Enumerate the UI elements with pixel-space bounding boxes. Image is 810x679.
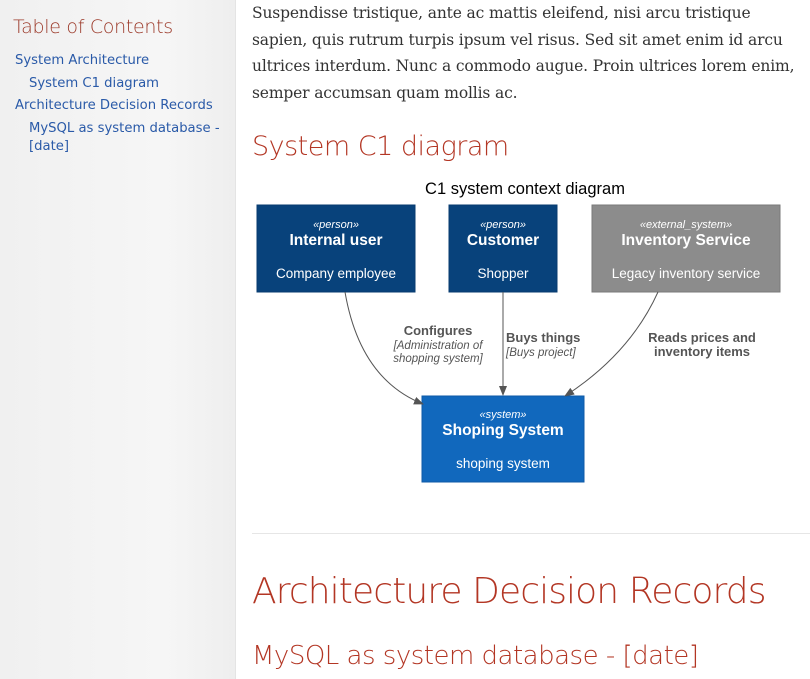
- relation-label: Reads prices and: [648, 330, 756, 345]
- arrow-reads-prices: [564, 291, 659, 397]
- box-description: Legacy inventory service: [612, 266, 761, 281]
- box-inventory-service: «external_system» Inventory Service Lega…: [591, 204, 781, 293]
- intro-paragraph: Suspendisse tristique, ante ac mattis el…: [252, 0, 810, 106]
- box-name: Shoping System: [442, 422, 563, 439]
- box-description: Company employee: [276, 266, 396, 281]
- toc-item-mysql-as-system-database[interactable]: MySQL as system database -: [29, 121, 220, 136]
- relation-label: Buys things: [506, 330, 580, 345]
- paragraph-line: Suspendisse tristique, ante ac mattis el…: [252, 4, 751, 22]
- toc-item-system-c1-diagram[interactable]: System C1 diagram: [29, 76, 159, 91]
- box-internal-user: «person» Internal user Company employee: [256, 204, 416, 293]
- box-customer: «person» Customer Shopper: [448, 204, 558, 293]
- relation-tech: shopping system]: [393, 353, 483, 365]
- box-shoping-system: «system» Shoping System shoping system: [421, 395, 585, 483]
- sidebar: Table of Contents System Architecture Sy…: [0, 0, 236, 679]
- box-name: Internal user: [289, 232, 382, 249]
- main-content: Suspendisse tristique, ante ac mattis el…: [252, 0, 810, 679]
- c1-context-diagram: C1 system context diagram «person» Inter…: [256, 180, 781, 483]
- box-name: Inventory Service: [621, 232, 751, 249]
- relation-tech: [Administration of: [393, 340, 485, 352]
- toc-item-mysql-date[interactable]: [date]: [29, 139, 70, 154]
- toc-item-system-architecture[interactable]: System Architecture: [15, 53, 150, 68]
- stereotype-label: «person»: [313, 219, 359, 231]
- box-name: Customer: [467, 232, 539, 249]
- heading-system-c1-diagram: System C1 diagram: [252, 131, 509, 162]
- paragraph-line: ultrices interdum. Nunc a commodo augue.…: [252, 57, 795, 75]
- box-description: Shopper: [477, 266, 529, 281]
- stereotype-label: «external_system»: [640, 219, 732, 231]
- relation-tech: [Buys project]: [505, 347, 576, 359]
- relation-label: inventory items: [654, 344, 750, 359]
- heading-architecture-decision-records: Architecture Decision Records: [252, 571, 766, 612]
- section-divider: [252, 533, 810, 534]
- relation-label: Configures: [404, 323, 473, 338]
- arrow-configures: [344, 291, 424, 405]
- stereotype-label: «system»: [479, 409, 526, 421]
- box-description: shoping system: [456, 456, 550, 471]
- paragraph-line: sapien, quis rutrum turpis ipsum vel ris…: [252, 30, 783, 49]
- diagram-title: C1 system context diagram: [425, 180, 625, 198]
- stereotype-label: «person»: [480, 219, 526, 231]
- paragraph-line: semper accumsan quam mollis ac.: [252, 83, 518, 102]
- heading-mysql-as-system-database: MySQL as system database - [date]: [252, 641, 699, 671]
- toc-title: Table of Contents: [13, 16, 173, 38]
- toc-item-architecture-decision-records[interactable]: Architecture Decision Records: [15, 98, 213, 113]
